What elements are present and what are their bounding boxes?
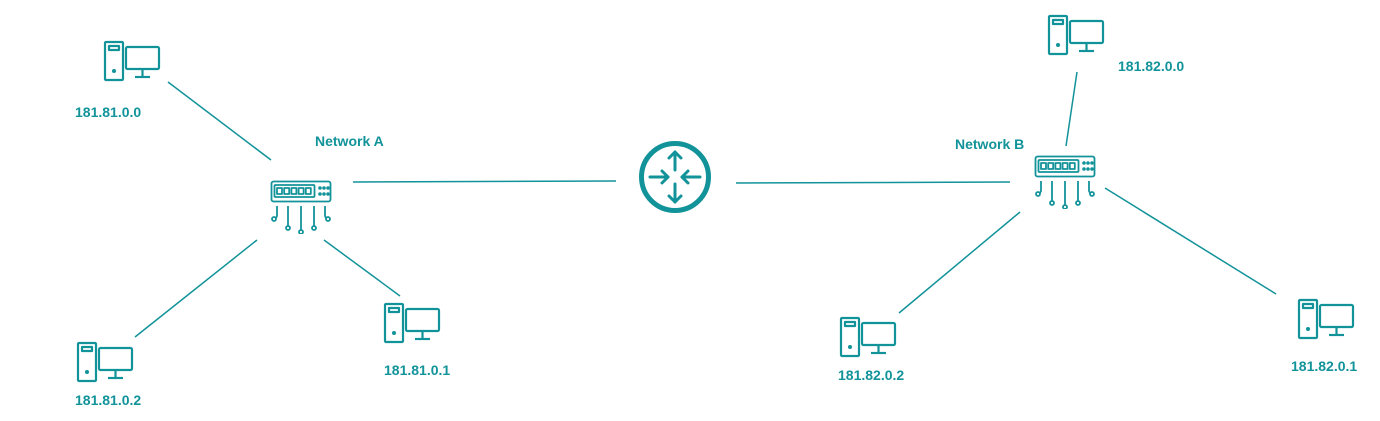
link-switch-a-host-a1: [323, 239, 401, 297]
host-ip-label: 181.82.0.0: [1118, 58, 1185, 74]
host-ip-label: 181.82.0.2: [838, 367, 905, 383]
switch-icon[interactable]: [270, 180, 332, 234]
computer-icon[interactable]: [76, 341, 134, 383]
link-switch-a-host-a2: [134, 239, 258, 338]
network-b-label: Network B: [955, 136, 1025, 152]
link-host-a0-switch-a: [167, 81, 272, 161]
computer-icon[interactable]: [383, 302, 441, 344]
link-router-switch-b: [735, 181, 1011, 184]
link-switch-b-host-b2: [898, 211, 1021, 314]
link-host-b0-switch-b: [1065, 71, 1078, 147]
switch-icon[interactable]: [1034, 155, 1096, 209]
computer-icon[interactable]: [103, 40, 161, 82]
host-ip-label: 181.81.0.2: [75, 392, 142, 408]
host-ip-label: 181.81.0.0: [75, 104, 142, 120]
router-icon[interactable]: [638, 140, 712, 214]
host-ip-label: 181.81.0.1: [384, 362, 451, 378]
link-switch-b-host-b1: [1104, 187, 1277, 295]
network-a-label: Network A: [315, 133, 384, 149]
host-ip-label: 181.82.0.1: [1291, 358, 1358, 374]
computer-icon[interactable]: [1297, 298, 1355, 340]
computer-icon[interactable]: [1047, 14, 1105, 56]
computer-icon[interactable]: [839, 316, 897, 358]
link-switch-a-router: [352, 180, 617, 183]
